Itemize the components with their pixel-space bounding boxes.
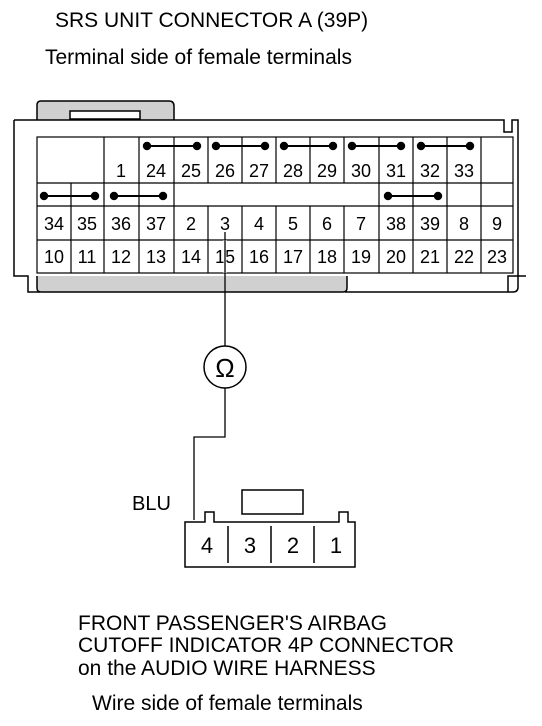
terminal-label: 3 [244,533,256,558]
terminal-label: 31 [386,161,406,181]
terminal-label: 2 [186,214,196,234]
terminal-label: 28 [283,161,303,181]
audio-connector-title-line: on the AUDIO WIRE HARNESS [78,657,376,680]
terminal-row-3: 10 11 12 13 14 15 16 17 18 19 20 21 22 2… [44,247,507,267]
terminal-label: 34 [44,214,64,234]
terminal-label: 12 [111,247,131,267]
shorting-bars [39,141,475,201]
terminal-label: 35 [77,214,97,234]
terminal-label: 21 [420,247,440,267]
terminal-label: 8 [459,214,469,234]
terminal-label: 22 [454,247,474,267]
terminal-label: 4 [201,533,213,558]
srs-connector-title: SRS UNIT CONNECTOR A (39P) [55,9,368,32]
terminal-label: 13 [146,247,166,267]
terminal-label: 2 [287,533,299,558]
terminal-label: 24 [146,161,166,181]
terminal-row-2: 34 35 36 37 2 3 4 5 6 7 38 39 8 9 [44,214,502,234]
terminal-label: 30 [351,161,371,181]
terminal-label: 5 [288,214,298,234]
terminal-label: 32 [420,161,440,181]
ohm-symbol-icon: Ω [215,353,234,383]
audio-connector-subtitle: Wire side of female terminals [92,692,363,715]
terminal-label: 10 [44,247,64,267]
terminal-label: 3 [220,214,230,234]
audio-connector-terminals: 4 3 2 1 [201,533,342,558]
terminal-label: 20 [386,247,406,267]
terminal-label: 38 [386,214,406,234]
srs-connector-subtitle: Terminal side of female terminals [45,46,352,69]
terminal-label: 7 [356,214,366,234]
ohmmeter: Ω [203,345,247,389]
terminal-label: 19 [351,247,371,267]
terminal-label: 14 [181,247,201,267]
terminal-label: 25 [181,161,201,181]
terminal-label: 11 [78,247,97,267]
terminal-label: 27 [249,161,269,181]
terminal-label: 39 [420,214,440,234]
terminal-label: 1 [116,161,126,181]
terminal-label: 29 [317,161,337,181]
srs-terminal-grid [36,136,514,274]
terminal-label: 26 [215,161,235,181]
terminal-label: 17 [283,247,303,267]
terminal-label: 18 [317,247,337,267]
terminal-label: 23 [487,247,507,267]
terminal-label: 33 [454,161,474,181]
srs-connector-housing [13,100,526,293]
terminal-label: 37 [146,214,166,234]
terminal-row-1: 1 24 25 26 27 28 29 30 31 32 33 [116,161,474,181]
terminal-label: 4 [254,214,264,234]
audio-connector-title-line: CUTOFF INDICATOR 4P CONNECTOR [78,634,454,657]
wire-color-label: BLU [132,493,171,515]
terminal-label: 6 [322,214,332,234]
ohmmeter-circle [203,345,247,389]
terminal-label: 1 [330,533,342,558]
terminal-label: 16 [249,247,269,267]
audio-connector-title-line: FRONT PASSENGER'S AIRBAG [78,612,387,635]
probe-wire [193,232,227,520]
audio-connector-title: FRONT PASSENGER'S AIRBAG CUTOFF INDICATO… [78,612,454,680]
terminal-label: 36 [111,214,131,234]
audio-4p-connector [184,489,356,568]
terminal-label: 9 [492,214,502,234]
